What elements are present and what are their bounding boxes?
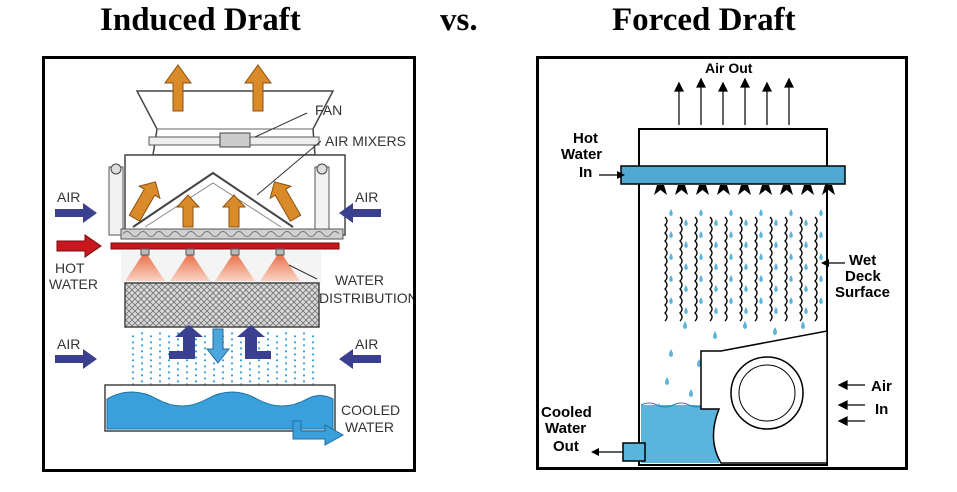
cooled-water-out-label: Out xyxy=(553,438,579,455)
exhaust-arrow-icon xyxy=(244,64,272,112)
air-in-arrow-icon xyxy=(339,203,381,223)
basin-water xyxy=(641,405,719,463)
air-flow-arrow-icon xyxy=(169,325,203,359)
forced-draft-diagram: Air Out xyxy=(541,60,892,466)
air-in-arrow-icon xyxy=(339,349,381,369)
fill-media xyxy=(124,282,320,328)
hot-water-in-arrow-icon xyxy=(617,171,625,179)
fan-hub xyxy=(219,132,251,148)
air-out-arrows xyxy=(674,77,794,125)
cooled-water xyxy=(106,391,334,430)
hot-water-in-label: Water xyxy=(561,146,602,163)
fan-label: FAN xyxy=(315,102,342,118)
hot-water-in-label: In xyxy=(579,164,592,181)
induced-draft-title: Induced Draft xyxy=(100,2,301,38)
water-down-arrow-icon xyxy=(205,328,231,364)
cooled-water-out-label: Water xyxy=(545,420,586,437)
air-flow-arrow-icon xyxy=(175,194,201,228)
cooled-water-label: WATER xyxy=(345,419,394,435)
air-label: AIR xyxy=(355,336,378,352)
induced-draft-panel: FAN AIR MIXERS AIR AIR HOT WATER WATER D… xyxy=(42,56,418,472)
vs-title: vs. xyxy=(440,2,478,38)
hot-water-arrow-icon xyxy=(56,234,102,258)
air-flow-arrow-icon xyxy=(269,181,302,222)
water-distribution-label: DISTRIBUTION xyxy=(319,290,413,306)
cooled-water-label: COOLED xyxy=(341,402,400,418)
wet-deck-label: Wet xyxy=(849,252,876,269)
drift-eliminator xyxy=(120,228,344,240)
hot-water-label: HOT xyxy=(55,260,85,276)
induced-draft-diagram: FAN AIR MIXERS AIR AIR HOT WATER WATER D… xyxy=(49,64,418,446)
air-in-label: In xyxy=(875,401,888,418)
air-in-label: Air xyxy=(871,378,892,395)
water-distribution-label: WATER xyxy=(335,272,384,288)
air-in-arrows xyxy=(837,380,865,426)
hot-water-in-label: Hot xyxy=(573,130,598,147)
cooled-water-out-arrow-icon xyxy=(292,420,345,446)
wet-deck-label: Deck xyxy=(845,268,882,285)
exhaust-arrow-icon xyxy=(164,64,192,112)
cooled-water-out-label: Cooled xyxy=(541,404,592,421)
wet-deck-label: Surface xyxy=(835,284,890,301)
air-label: AIR xyxy=(57,336,80,352)
air-mixers xyxy=(132,171,294,228)
air-in-arrow-icon xyxy=(55,349,97,369)
wet-deck-surface xyxy=(664,209,823,322)
air-mixers-label: AIR MIXERS xyxy=(325,133,406,149)
spray-nozzles xyxy=(654,185,835,195)
air-in-arrow-icon xyxy=(55,203,97,223)
air-label: AIR xyxy=(355,189,378,205)
hot-water-label: WATER xyxy=(49,276,98,292)
hot-water-pipe xyxy=(620,165,846,185)
air-out-label: Air Out xyxy=(705,60,753,76)
air-label: AIR xyxy=(57,189,80,205)
water-spray xyxy=(121,248,321,283)
hot-water-pipe xyxy=(110,242,340,250)
forced-draft-title: Forced Draft xyxy=(612,2,796,38)
air-flow-arrow-icon xyxy=(128,181,161,222)
cooled-water-outlet xyxy=(622,442,646,462)
forced-draft-panel: Air Out xyxy=(536,56,908,470)
air-flow-arrow-icon xyxy=(221,194,247,228)
air-flow-arrow-icon xyxy=(237,325,271,359)
